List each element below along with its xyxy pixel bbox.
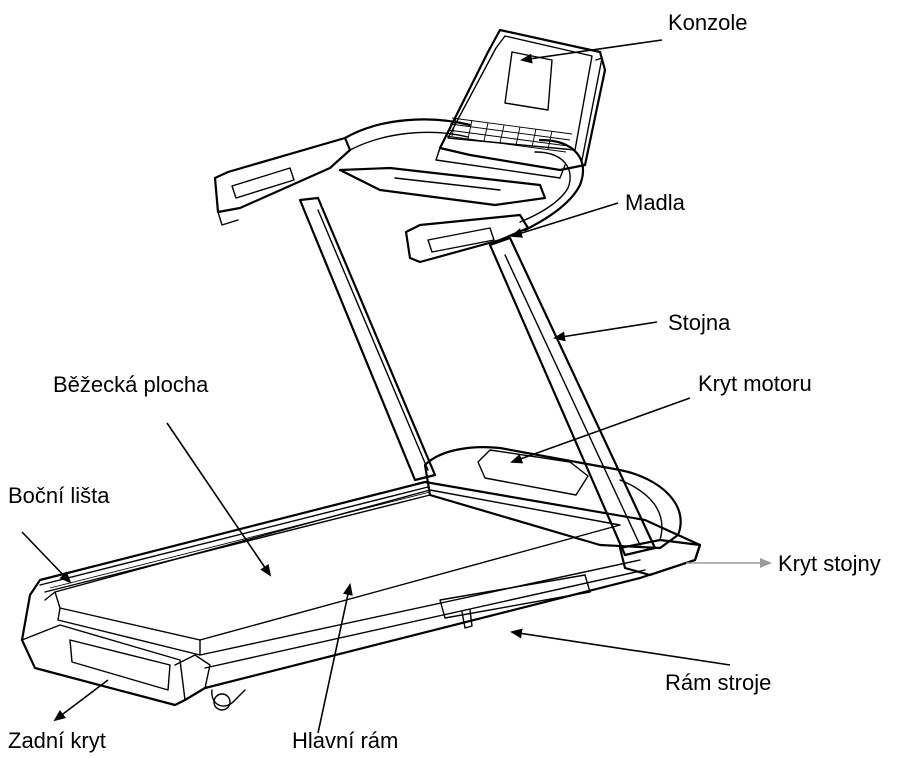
madla-arrow (510, 202, 619, 238)
ram-stroje-arrow (510, 628, 731, 666)
label-hlavni-ram: Hlavní rám (292, 728, 398, 753)
running-deck (20, 480, 702, 711)
label-konzole: Konzole (668, 10, 748, 35)
label-kryt-stojny: Kryt stojny (778, 551, 881, 576)
label-bezecka-plocha: Běžecká plocha (53, 372, 209, 397)
bezecka-plocha-arrow (166, 422, 272, 577)
label-stojna: Stojna (668, 310, 731, 335)
stojna-arrow (553, 321, 658, 342)
callout-arrows (21, 39, 772, 734)
label-kryt-motoru: Kryt motoru (698, 371, 812, 396)
belt-surface (54, 489, 621, 641)
label-zadni-kryt: Zadní kryt (8, 728, 106, 753)
motor-cover (423, 446, 682, 550)
console-screen (504, 51, 553, 111)
label-madla: Madla (625, 190, 686, 215)
kryt-motoru-arrow (510, 397, 691, 464)
konzole-arrow (520, 39, 663, 64)
uprights (298, 196, 657, 557)
zadni-kryt-arrow (53, 679, 109, 722)
treadmill-drawing (20, 28, 702, 711)
callout-labels: Konzole Madla Stojna Běžecká plocha Kryt… (8, 10, 881, 753)
label-ram-stroje: Rám stroje (665, 670, 771, 695)
label-bocni-lista: Boční lišta (8, 483, 110, 508)
bocni-lista-arrow (21, 531, 72, 584)
hlavni-ram-arrow (317, 583, 353, 734)
